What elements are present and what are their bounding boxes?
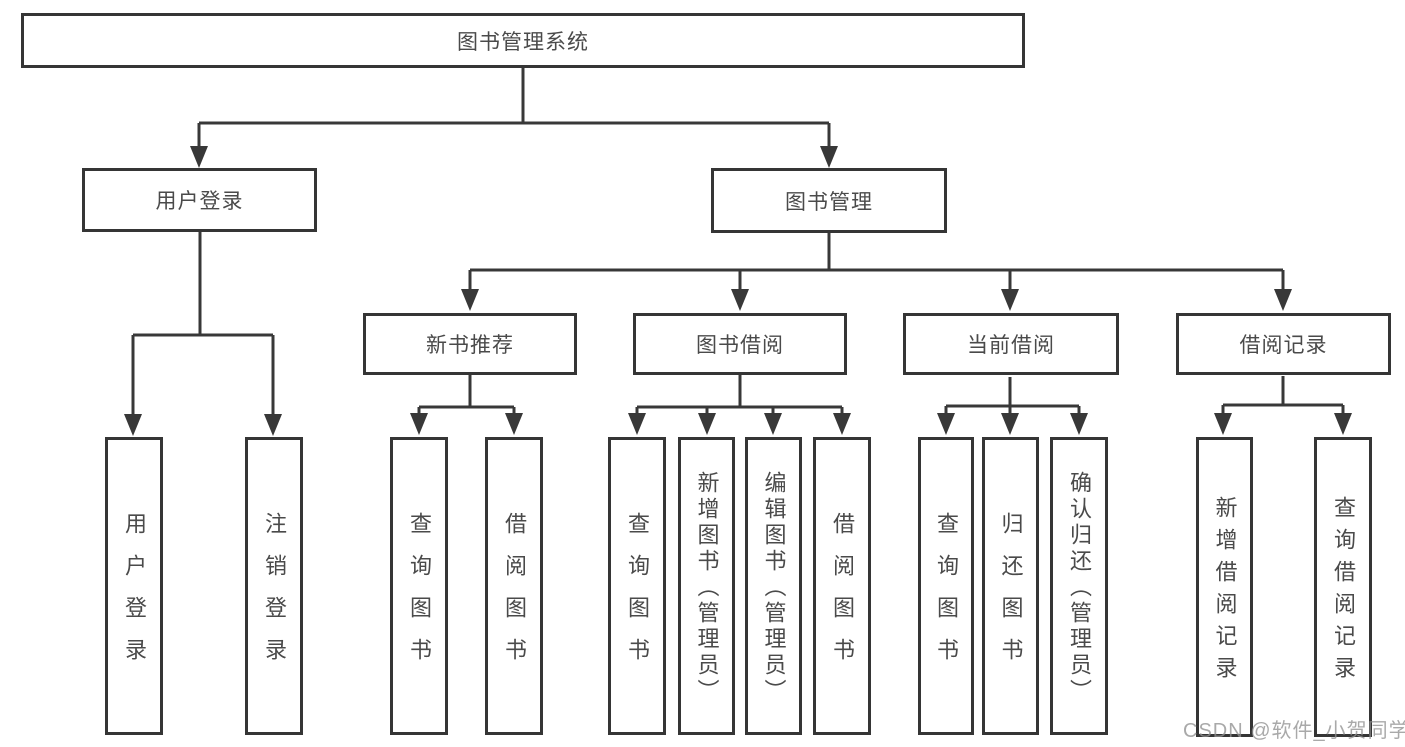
node-label: 归还图书 <box>998 512 1024 680</box>
node-label: 查询图书 <box>934 512 959 680</box>
node-user-login: 用户登录 <box>82 168 317 232</box>
node-book-management: 图书管理 <box>711 168 947 233</box>
node-label: 确认归还（管理员） <box>1067 471 1092 705</box>
arrowheads <box>124 146 1352 436</box>
leaf-confirm-return-admin: 确认归还（管理员） <box>1050 437 1108 735</box>
leaf-user-login: 用户登录 <box>105 437 163 735</box>
node-label: 查询图书 <box>407 512 432 680</box>
leaf-add-borrow-record: 新增借阅记录 <box>1196 437 1253 737</box>
node-new-book-recommendation: 新书推荐 <box>363 313 577 375</box>
leaf-query-borrow-record: 查询借阅记录 <box>1314 437 1372 737</box>
node-label: 用户登录 <box>155 190 244 213</box>
node-label: 注销登录 <box>262 512 287 680</box>
node-label: 图书管理 <box>785 190 873 214</box>
leaf-borrow-books-recommend: 借阅图书 <box>485 437 543 735</box>
node-borrowing-records: 借阅记录 <box>1176 313 1391 375</box>
node-label: 新增图书（管理员） <box>694 471 720 705</box>
leaf-query-books-recommend: 查询图书 <box>390 437 448 735</box>
node-current-borrowing: 当前借阅 <box>903 313 1119 375</box>
leaf-borrow-books: 借阅图书 <box>813 437 871 735</box>
node-label: 当前借阅 <box>967 334 1055 357</box>
node-label: 图书管理系统 <box>457 30 589 54</box>
node-library-management-system: 图书管理系统 <box>21 13 1025 68</box>
node-book-borrowing: 图书借阅 <box>633 313 847 375</box>
node-label: 编辑图书（管理员） <box>761 471 787 705</box>
leaf-logout: 注销登录 <box>245 437 303 735</box>
node-label: 用户登录 <box>122 512 147 680</box>
leaf-return-books: 归还图书 <box>982 437 1039 735</box>
node-label: 新书推荐 <box>426 334 514 357</box>
node-label: 查询图书 <box>625 512 650 680</box>
leaf-add-books-admin: 新增图书（管理员） <box>678 437 735 735</box>
node-label: 新增借阅记录 <box>1212 496 1238 688</box>
leaf-query-books-current: 查询图书 <box>918 437 974 735</box>
node-label: 借阅图书 <box>502 512 527 680</box>
leaf-query-books-borrow: 查询图书 <box>608 437 666 735</box>
node-label: 图书借阅 <box>696 334 784 357</box>
node-label: 查询借阅记录 <box>1331 496 1356 688</box>
leaf-edit-books-admin: 编辑图书（管理员） <box>745 437 802 735</box>
csdn-watermark: CSDN @软件_小贺同学 <box>1183 720 1405 742</box>
node-label: 借阅记录 <box>1239 334 1328 357</box>
node-label: 借阅图书 <box>830 512 855 680</box>
